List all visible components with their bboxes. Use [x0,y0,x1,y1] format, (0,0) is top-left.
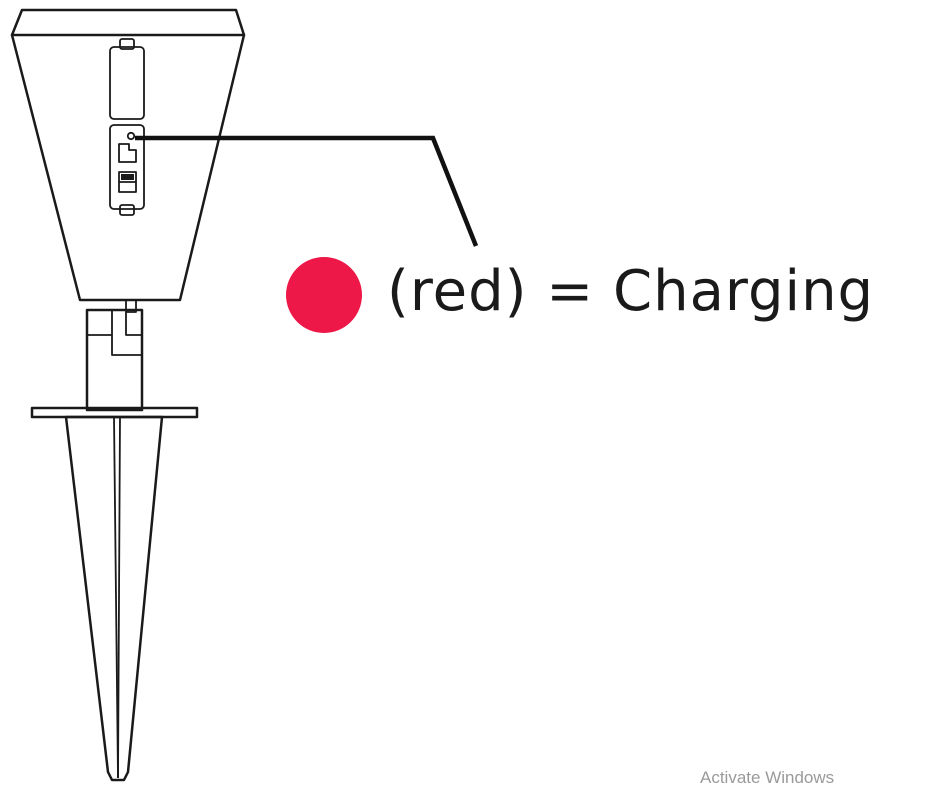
upper-compartment [109,46,145,120]
neck-connector [85,308,144,412]
solar-stake-light-icon [10,8,246,782]
neck-clip [125,299,137,313]
neck-joint-detail [111,310,142,336]
status-dot-icon [286,257,362,333]
upper-compartment-tab [119,38,135,50]
ground-spike [64,415,164,782]
charging-port-icon [118,143,137,163]
ground-spike-ridge-2 [117,416,121,779]
power-switch-slider [121,174,134,180]
neck-joint [87,334,142,356]
legend-label: (red) = Charging [387,259,875,324]
led-indicator [126,131,136,141]
activate-windows-watermark: Activate Windows [700,768,835,787]
control-panel [109,124,145,210]
ground-spike-ridge [113,416,119,779]
lamp-head [10,8,246,302]
callout-leader-line [135,135,479,247]
control-panel-tab [119,204,135,216]
